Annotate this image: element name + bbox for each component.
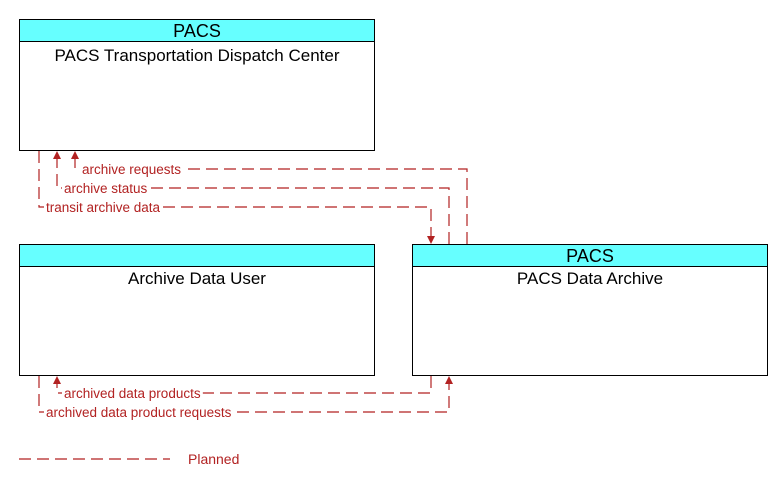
flow-label-background (80, 162, 184, 177)
flow-archived-data-products-line (56, 376, 432, 394)
node-archive-user-header-bar (19, 244, 375, 267)
flow-archived-data-products: archived data products (53, 376, 432, 401)
node-dispatch-center-name: PACS Transportation Dispatch Center (54, 46, 339, 65)
legend: Planned (19, 451, 239, 467)
flow-archive-status-arrow (53, 151, 61, 159)
legend-planned-label: Planned (188, 451, 239, 467)
node-dispatch-center-header: PACS (173, 21, 221, 41)
flow-archived-data-products-label: archived data products (64, 386, 201, 401)
node-data-archive-name: PACS Data Archive (517, 269, 663, 288)
flow-archived-data-products-arrow (53, 376, 61, 384)
flow-transit-archive-data-line (38, 151, 432, 240)
flow-transit-archive-data: transit archive data (38, 151, 435, 244)
flow-archive-requests-label: archive requests (82, 162, 181, 177)
flow-archive-status-label: archive status (64, 181, 148, 196)
flow-archived-data-product-requests-line (38, 376, 450, 413)
node-data-archive-header-bar (412, 244, 768, 267)
flow-archived-data-product-requests: archived data product requests (38, 376, 453, 420)
node-data-archive-header: PACS (566, 246, 614, 266)
flow-transit-archive-data-arrow (427, 236, 435, 244)
flow-archive-requests: archive requests (71, 151, 468, 244)
flow-archive-requests-line (74, 155, 468, 244)
flow-archived-data-product-requests-arrow (445, 376, 453, 384)
flow-archive-status: archive status (53, 151, 450, 244)
node-archive-user: Archive Data User (19, 244, 375, 376)
flow-transit-archive-data-label: transit archive data (46, 200, 161, 215)
flow-archive-requests-arrow (71, 151, 79, 159)
flow-label-background (62, 386, 203, 401)
node-dispatch-center-header-bar (19, 19, 375, 42)
flow-archived-data-product-requests-label: archived data product requests (46, 405, 232, 420)
flow-label-background (44, 405, 234, 420)
flow-archive-status-line (56, 155, 450, 244)
node-data-archive: PACS PACS Data Archive (412, 244, 768, 376)
flow-label-background (44, 200, 163, 215)
node-archive-user-name: Archive Data User (128, 269, 266, 288)
flow-label-background (62, 181, 150, 196)
node-dispatch-center: PACS PACS Transportation Dispatch Center (19, 19, 375, 151)
